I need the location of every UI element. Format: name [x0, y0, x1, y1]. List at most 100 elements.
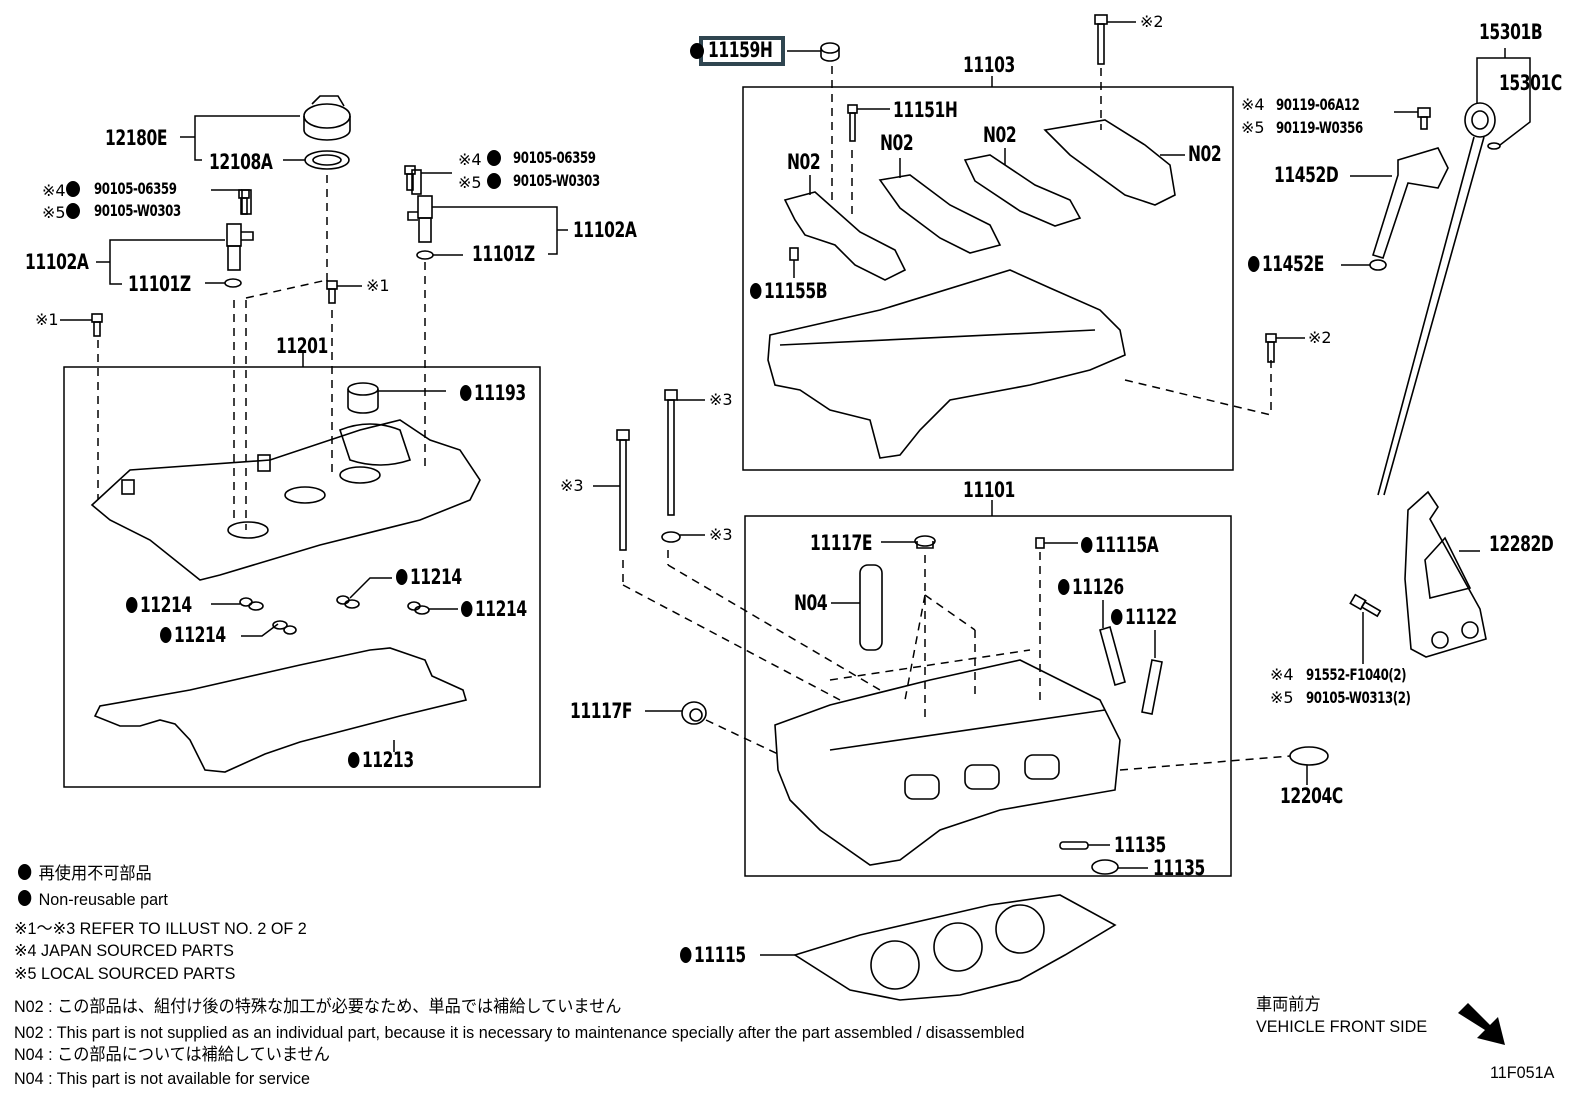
cam-sensor-right-drawing [407, 169, 434, 260]
part-label-11115A[interactable]: 11115A [1081, 533, 1159, 557]
part-label-11126[interactable]: 11126 [1058, 577, 1124, 598]
part-label-90105-06359[interactable]: 90105-06359 [94, 179, 177, 198]
ref-mark-4: ※4 [1241, 95, 1265, 114]
camshaft-bearing-cap-drawing [783, 119, 1176, 281]
non-reusable-dot-icon [18, 890, 32, 906]
part-label-N02[interactable]: N02 [983, 123, 1017, 147]
non-reusable-dot-icon [461, 601, 473, 617]
part-label-11117F[interactable]: 11117F [570, 699, 633, 723]
part-number: 11214 [409, 565, 462, 589]
oil-filler-cap-drawing [303, 95, 351, 141]
non-reusable-dot-icon [460, 385, 472, 401]
ref-mark-5: ※5 [1241, 118, 1265, 137]
part-label-11102A[interactable]: 11102A [573, 218, 637, 242]
part-label-11101Z[interactable]: 11101Z [472, 242, 535, 266]
part-label-12282D[interactable]: 12282D [1489, 532, 1554, 556]
non-reusable-dot-icon [396, 569, 408, 585]
part-label-12180E[interactable]: 12180E [105, 126, 168, 150]
legend-text: Non-reusable part [38, 890, 168, 909]
part-label-91552-F1040[interactable]: 91552-F1040(2) [1306, 665, 1407, 684]
head-gasket-drawing [793, 894, 1117, 1001]
ref-mark-5: ※5 [42, 203, 66, 222]
part-number: 11122 [1124, 605, 1177, 629]
part-label-11214[interactable]: 11214 [160, 625, 226, 646]
part-label-12204C[interactable]: 12204C [1280, 784, 1343, 808]
part-label-15301B[interactable]: 15301B [1479, 20, 1543, 44]
ref-mark-5: ※5 [458, 173, 482, 192]
ref-mark-5: ※5 [1270, 688, 1294, 707]
part-label-12108A[interactable]: 12108A [209, 150, 273, 174]
part-label-90105-06359[interactable]: 90105-06359 [513, 148, 596, 167]
non-reusable-dot-icon [160, 627, 172, 643]
part-number: 11214 [139, 593, 192, 617]
part-label-11452D[interactable]: 11452D [1274, 163, 1339, 187]
part-number: 11214 [173, 623, 226, 647]
part-label-11151H[interactable]: 11151H [893, 98, 958, 122]
part-label-90105-W0303[interactable]: 90105-W0303 [94, 201, 181, 220]
seal-cap-drawing [820, 42, 840, 54]
part-label-11214[interactable]: 11214 [461, 599, 527, 620]
non-reusable-dot-icon [486, 150, 501, 166]
part-label-11155B[interactable]: 11155B [750, 279, 828, 303]
part-label-11214[interactable]: 11214 [126, 595, 192, 616]
part-label-11117E[interactable]: 11117E [810, 531, 873, 555]
part-label-11214[interactable]: 11214 [396, 567, 462, 588]
non-reusable-dot-icon [65, 203, 80, 219]
part-label-11115[interactable]: 11115 [680, 945, 746, 966]
part-label-11135[interactable]: 11135 [1114, 833, 1166, 857]
group-box-11101 [744, 515, 1232, 877]
non-reusable-dot-icon [680, 947, 692, 963]
non-reusable-dot-icon [348, 752, 360, 768]
dipstick-guide-drawing [1371, 147, 1449, 259]
clip-drawing [239, 595, 430, 635]
part-label-N04[interactable]: N04 [794, 591, 828, 615]
part-ref-left-1: ※4 [42, 181, 83, 199]
part-number: 11155B [763, 279, 828, 303]
ref-mark-1: ※1 [35, 310, 59, 329]
part-label-11452E[interactable]: 11452E [1248, 254, 1324, 275]
part-label-90105-W0303[interactable]: 90105-W0303 [513, 171, 600, 190]
part-label-11213[interactable]: 11213 [348, 750, 414, 771]
part-number: 11213 [361, 748, 414, 772]
group-label-11103[interactable]: 11103 [963, 53, 1015, 77]
arrow-down-right-icon [1458, 1003, 1505, 1045]
part-label-N02[interactable]: N02 [1188, 142, 1222, 166]
part-number: 11115A [1094, 533, 1159, 557]
ref-mark-3: ※3 [709, 390, 733, 409]
legend-n02-jp: N02 : この部品は、組付け後の特殊な加工が必要なため、単品では補給していませ… [14, 997, 622, 1016]
cover-gasket-drawing [93, 647, 468, 773]
legend-ref-5: ※5 LOCAL SOURCED PARTS [14, 964, 236, 983]
legend-ref-4: ※4 JAPAN SOURCED PARTS [14, 941, 234, 960]
part-label-N02[interactable]: N02 [880, 131, 914, 155]
part-ref-left-2: ※5 [42, 203, 83, 221]
group-box-11103 [742, 86, 1234, 471]
part-number: 11452E [1261, 252, 1324, 276]
part-number: 11115 [693, 943, 746, 967]
part-number: 11126 [1071, 575, 1124, 599]
part-label-11122[interactable]: 11122 [1111, 607, 1177, 628]
group-label-11101[interactable]: 11101 [963, 478, 1015, 502]
ref-mark-3: ※3 [560, 476, 584, 495]
part-label-11159H[interactable]: 11159H [708, 38, 773, 62]
part-number: 11193 [473, 381, 526, 405]
part-label-11101Z[interactable]: 11101Z [128, 272, 191, 296]
part-label-N02[interactable]: N02 [787, 150, 821, 174]
part-label-11193[interactable]: 11193 [460, 383, 526, 404]
oil-filler-plug-drawing [347, 382, 379, 414]
part-label-15301C[interactable]: 15301C [1499, 71, 1562, 95]
part-label-90105-W0313[interactable]: 90105-W0313(2) [1306, 688, 1411, 707]
group-label-11201[interactable]: 11201 [276, 334, 328, 358]
part-label-11102A[interactable]: 11102A [25, 250, 89, 274]
legend-nonreusable-jp: 再使用不可部品 [18, 864, 152, 882]
part-label-90119-06A12[interactable]: 90119-06A12 [1276, 95, 1360, 114]
part-label-90119-W0356[interactable]: 90119-W0356 [1276, 118, 1363, 137]
part-number: 11214 [474, 597, 527, 621]
part-label-11135[interactable]: 11135 [1153, 856, 1205, 880]
legend-n04-en: N04 : This part is not available for ser… [14, 1069, 310, 1088]
gasket-drawing [304, 150, 350, 170]
ref-mark-2: ※2 [1308, 328, 1332, 347]
non-reusable-dot-icon [750, 283, 762, 299]
bracket-drawing [1404, 490, 1487, 658]
non-reusable-dot-icon [65, 181, 80, 197]
